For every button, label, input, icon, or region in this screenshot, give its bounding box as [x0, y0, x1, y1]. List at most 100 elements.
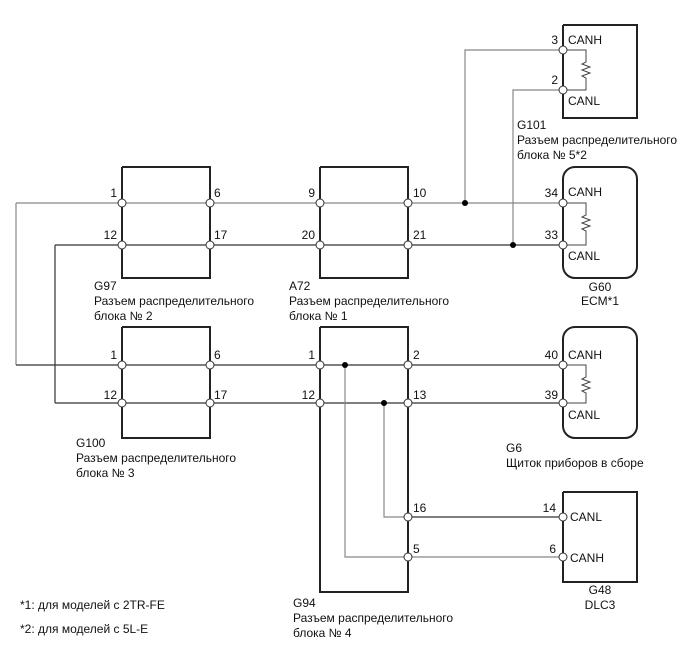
resistor-icon-g60 — [563, 202, 592, 246]
terminal — [558, 198, 568, 208]
connector-name-g6: Щиток приборов в сборе — [506, 456, 644, 470]
splice-junction — [381, 400, 387, 406]
terminal — [558, 552, 568, 562]
connector-g48-box — [562, 491, 638, 583]
signal-label: CANH — [568, 348, 602, 362]
connector-g6-box — [562, 326, 638, 439]
pin-number: 13 — [413, 388, 427, 402]
terminal — [205, 398, 215, 408]
connector-id-a72: A72 — [289, 279, 311, 293]
connector-id-g6: G6 — [506, 441, 522, 455]
connector-id-g101: G101 — [517, 118, 547, 132]
pin-number: 33 — [545, 228, 559, 242]
terminal — [403, 198, 413, 208]
connector-id-g94: G94 — [293, 596, 316, 610]
pin-number: 16 — [413, 501, 427, 515]
connector-g94-box — [319, 326, 409, 593]
connector-name2-g97: блока № 2 — [94, 309, 153, 323]
signal-label: CANL — [568, 94, 600, 108]
connector-name2-a72: блока № 1 — [289, 309, 348, 323]
wire-branch-g94-canl — [383, 403, 408, 518]
terminal — [558, 398, 568, 408]
terminal — [315, 198, 325, 208]
terminal — [558, 85, 568, 95]
pin-number: 6 — [214, 348, 221, 362]
connector-name-a72: Разъем распределительного — [289, 294, 449, 308]
signal-label: CANL — [568, 408, 600, 422]
pin-number: 2 — [551, 73, 558, 87]
terminal — [205, 198, 215, 208]
connector-name-g97: Разъем распределительного — [94, 294, 254, 308]
pin-number: 21 — [413, 228, 427, 242]
connector-g100-box — [121, 326, 211, 439]
terminal — [558, 360, 568, 370]
pin-number: 9 — [308, 186, 315, 200]
terminal — [205, 240, 215, 250]
wire-branch-g101-canl — [512, 89, 563, 245]
terminal — [558, 240, 568, 250]
connector-g97-box — [121, 166, 211, 279]
pin-number: 17 — [214, 388, 228, 402]
signal-label: CANH — [568, 185, 602, 199]
pin-number: 12 — [104, 228, 118, 242]
connector-id-g100: G100 — [76, 436, 106, 450]
signal-label: CANL — [568, 249, 600, 263]
connector-id-g60: G60 — [589, 280, 612, 294]
resistor-icon-g6 — [563, 364, 592, 404]
pin-number: 1 — [110, 348, 117, 362]
pin-number: 5 — [413, 542, 420, 556]
pin-number: 20 — [302, 228, 316, 242]
signal-label: CANL — [570, 510, 602, 524]
resistor-icon-g101 — [563, 49, 592, 91]
terminal — [403, 360, 413, 370]
signal-label: CANH — [570, 551, 604, 565]
terminals — [117, 45, 568, 562]
footnote: *1: для моделей с 2TR-FE — [20, 598, 165, 612]
connector-a72-box — [319, 166, 409, 279]
terminal — [117, 198, 127, 208]
pin-number: 6 — [549, 542, 556, 556]
pin-number: 40 — [545, 348, 559, 362]
pin-number: 39 — [545, 388, 559, 402]
splice-junction — [510, 242, 516, 248]
pin-number: 17 — [214, 228, 228, 242]
connector-name-g94: Разъем распределительного — [293, 611, 453, 625]
terminal — [558, 512, 568, 522]
footnote: *2: для моделей с 5L-E — [20, 622, 148, 636]
terminal — [205, 360, 215, 370]
pin-number: 10 — [413, 186, 427, 200]
terminal — [558, 45, 568, 55]
pin-number: 6 — [214, 186, 221, 200]
terminal — [315, 360, 325, 370]
terminal — [403, 240, 413, 250]
terminal — [315, 398, 325, 408]
pin-number: 3 — [551, 33, 558, 47]
connector-id-g97: G97 — [94, 279, 117, 293]
connector-name-g60: ECM*1 — [581, 294, 619, 308]
connector-name2-g94: блока № 4 — [293, 626, 352, 640]
pin-number: 14 — [543, 501, 557, 515]
signal-label: CANH — [568, 33, 602, 47]
terminal — [403, 512, 413, 522]
connector-name-g100: Разъем распределительного — [76, 451, 236, 465]
connector-g60-box — [562, 166, 638, 279]
terminal — [117, 240, 127, 250]
terminal — [315, 240, 325, 250]
pin-number: 1 — [110, 186, 117, 200]
connector-name-g48: DLC3 — [585, 598, 616, 612]
pin-number: 34 — [545, 186, 559, 200]
connector-id-g48: G48 — [589, 583, 612, 597]
pin-number: 2 — [413, 348, 420, 362]
terminal — [117, 398, 127, 408]
wire-branch-g101-canh — [464, 49, 563, 203]
splice-junction — [462, 200, 468, 206]
pin-number: 1 — [308, 348, 315, 362]
pin-number: 12 — [104, 388, 118, 402]
terminal — [117, 360, 127, 370]
connector-name-g101: Разъем распределительного — [517, 133, 677, 147]
splice-junction — [342, 362, 348, 368]
connector-name2-g100: блока № 3 — [76, 466, 135, 480]
wire-branch-g94-canh — [344, 365, 408, 558]
terminal — [403, 398, 413, 408]
